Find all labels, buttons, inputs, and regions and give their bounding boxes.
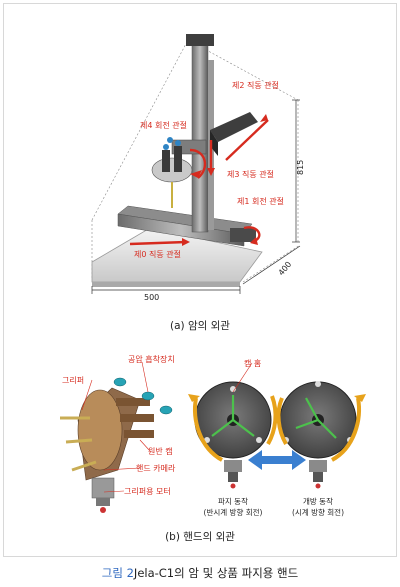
figure-caption-text: Jela-C1의 암 및 상품 파지용 핸드: [133, 566, 299, 580]
label-gripper-motor: 그리퍼용 모터: [124, 487, 171, 496]
figure-caption: 그림 2Jela-C1의 암 및 상품 파지용 핸드: [0, 565, 400, 581]
label-hand-camera: 핸드 카메라: [136, 463, 176, 473]
label-joint4: 제4 회전 관절: [140, 120, 187, 130]
label-open-direction: (시계 방향 회전): [292, 507, 344, 517]
arm-illustration: [91, 34, 301, 294]
figure-frame: [3, 3, 397, 557]
caption-a: (a) 암의 외관: [170, 320, 230, 332]
label-disc-cam: 원반 캠: [148, 446, 173, 456]
label-joint1: 제1 회전 관절: [237, 196, 284, 206]
label-grip-direction: (반시계 방향 회전): [204, 507, 263, 517]
label-open-action: 개방 동작: [303, 496, 333, 506]
hand-illustration: [60, 361, 366, 513]
label-suction: 공압 흡착장치: [128, 354, 175, 364]
label-joint0: 제0 직동 관절: [134, 249, 181, 259]
label-grip-action: 파지 동작: [218, 496, 248, 506]
label-joint3: 제3 직동 관절: [227, 169, 274, 179]
dim-depth: 400: [277, 260, 294, 277]
hand-labels: 공압 흡착장치 그리퍼 캠 홈 원반 캠 핸드 카메라 그리퍼용 모터: [62, 354, 261, 496]
figure-number: 그림 2: [101, 566, 134, 580]
dim-height: 815: [296, 160, 305, 175]
arm-labels: 제2 직동 관절 제4 회전 관절 제3 직동 관절 제1 회전 관절 제0 직…: [134, 80, 284, 259]
label-cam-groove: 캠 홈: [244, 358, 261, 368]
label-gripper: 그리퍼: [62, 376, 84, 385]
caption-b: (b) 핸드의 외관: [165, 531, 235, 543]
label-joint2: 제2 직동 관절: [232, 80, 279, 90]
dim-width: 500: [144, 293, 159, 302]
action-labels: 파지 동작 (반시계 방향 회전) 개방 동작 (시계 방향 회전): [204, 496, 345, 517]
